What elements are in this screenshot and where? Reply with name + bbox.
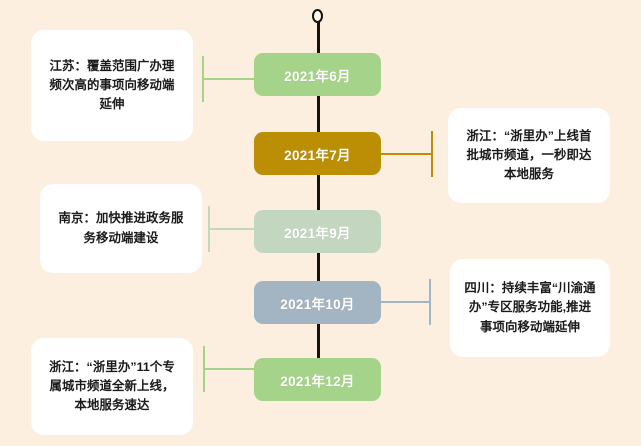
timeline-card-text: 浙江：“浙里办”上线首批城市频道，一秒即达本地服务 xyxy=(466,128,592,182)
connector-bar xyxy=(202,78,255,80)
connector-tick xyxy=(431,131,433,177)
timeline-node[interactable]: 2021年6月 xyxy=(254,53,381,96)
timeline-card-text: 四川：持续丰富“川渝通办”专区服务功能,推进事项向移动端延伸 xyxy=(464,281,596,334)
timeline-node-label: 2021年10月 xyxy=(280,296,355,312)
timeline-connector xyxy=(381,131,433,177)
timeline-node[interactable]: 2021年12月 xyxy=(254,358,381,401)
connector-bar xyxy=(208,228,255,230)
timeline-card[interactable]: 四川：持续丰富“川渝通办”专区服务功能,推进事项向移动端延伸 xyxy=(450,259,610,357)
timeline-connector xyxy=(208,206,255,252)
timeline-node-label: 2021年6月 xyxy=(284,68,351,84)
timeline-card-text: 浙江：“浙里办”11个专属城市频道全新上线，本地服务速达 xyxy=(49,359,175,413)
timeline-node-label: 2021年7月 xyxy=(284,147,351,163)
timeline-connector xyxy=(381,279,431,325)
timeline-card[interactable]: 浙江：“浙里办”上线首批城市频道，一秒即达本地服务 xyxy=(448,108,610,203)
timeline-card[interactable]: 浙江：“浙里办”11个专属城市频道全新上线，本地服务速达 xyxy=(31,338,193,435)
timeline-node[interactable]: 2021年9月 xyxy=(254,210,381,253)
timeline-node[interactable]: 2021年7月 xyxy=(254,132,381,175)
timeline-card[interactable]: 南京：加快推进政务服务移动端建设 xyxy=(40,184,202,273)
timeline-card-text: 南京：加快推进政务服务移动端建设 xyxy=(58,211,184,245)
timeline-connector xyxy=(203,346,255,392)
timeline-start-circle-icon xyxy=(312,9,323,23)
timeline-connector xyxy=(202,56,255,102)
connector-bar xyxy=(381,301,431,303)
timeline-node[interactable]: 2021年10月 xyxy=(254,281,381,324)
connector-bar xyxy=(203,368,255,370)
timeline-card-text: 江苏：覆盖范围广办理频次高的事项向移动端延伸 xyxy=(49,58,175,112)
connector-bar xyxy=(381,153,433,155)
timeline-spine xyxy=(317,16,320,391)
timeline-node-label: 2021年12月 xyxy=(280,373,355,389)
timeline-node-label: 2021年9月 xyxy=(284,225,351,241)
timeline-card[interactable]: 江苏：覆盖范围广办理频次高的事项向移动端延伸 xyxy=(31,30,193,141)
connector-tick xyxy=(429,279,431,325)
